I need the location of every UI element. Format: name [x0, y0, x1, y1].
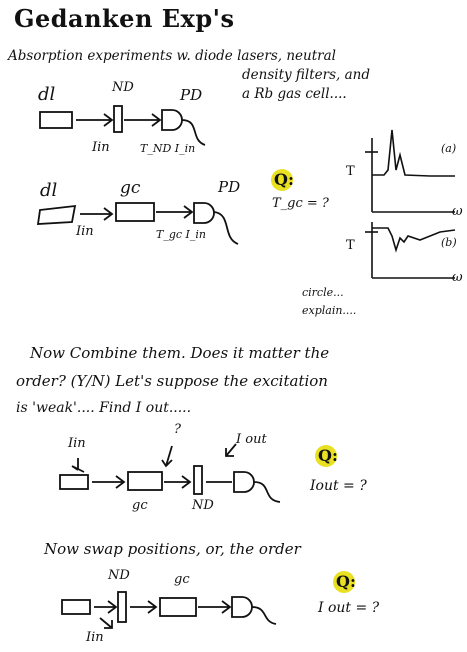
q-highlight — [271, 169, 293, 191]
section2-line-3: is 'weak'.... Find I out..... — [16, 400, 192, 416]
photodiode — [233, 471, 255, 493]
section3-line-1: Now swap positions, or, the order — [44, 540, 301, 558]
photodiode — [161, 109, 183, 131]
intro-line-2: density filters, and — [242, 67, 370, 83]
setup2-pd-label: PD — [218, 178, 241, 196]
beam-arrow — [164, 475, 192, 489]
section2-gc-label: gc — [132, 498, 148, 513]
gas-cell — [115, 202, 155, 222]
graph-a-axis-omega: ω — [452, 204, 463, 219]
setup2-iin-label: Iin — [76, 224, 94, 239]
diode-laser-box — [39, 111, 73, 129]
graph-b-axis-t: T — [346, 238, 355, 253]
intro-line-1: Absorption experiments w. diode lasers, … — [8, 48, 336, 64]
setup1-tnd-iin-label: T_ND I_in — [140, 142, 196, 155]
section2-line-2: order? (Y/N) Let's suppose the excitatio… — [16, 372, 328, 390]
gas-cell — [127, 471, 163, 491]
section2-qmark: ? — [174, 422, 181, 437]
q-highlight — [315, 445, 337, 467]
iin-arrow — [99, 617, 113, 629]
nd-filter — [113, 105, 123, 133]
pd-wire — [251, 606, 277, 625]
intro-line-3: a Rb gas cell.... — [242, 86, 347, 102]
setup2-gc-label: gc — [120, 178, 141, 198]
diode-laser-box — [59, 474, 89, 490]
graph-b — [365, 222, 456, 279]
question1-text: T_gc = ? — [272, 196, 329, 211]
setup1-nd-label: ND — [112, 80, 134, 95]
section3-gc-label: gc — [174, 572, 190, 587]
nd-filter — [117, 591, 127, 623]
pd-wire — [253, 481, 281, 503]
section2-answer: Iout = ? — [310, 478, 367, 494]
gas-cell — [159, 597, 197, 617]
section3-q: Q: — [336, 572, 356, 591]
pd-wire — [181, 119, 206, 146]
section2-diagram — [59, 443, 281, 503]
beam-arrow — [156, 205, 194, 219]
setup2-diagram — [36, 202, 239, 245]
beam-arrow — [80, 207, 114, 221]
photodiode — [231, 596, 253, 618]
iout-arrow — [225, 443, 237, 457]
setup1-diagram — [39, 105, 206, 146]
beam-arrow — [124, 113, 162, 127]
setup1-pd-label: PD — [180, 86, 203, 104]
nd-filter — [193, 465, 203, 495]
graph-explain-note: explain.... — [302, 304, 357, 317]
beam-arrow — [198, 600, 232, 614]
graph-a-axis-t: T — [346, 164, 355, 179]
diode-laser-box — [61, 599, 91, 615]
section3-answer: I out = ? — [318, 600, 380, 616]
page-title: Gedanken Exp's — [14, 4, 235, 33]
setup2-tgc-iin-label: T_gc I_in — [156, 228, 206, 241]
photodiode — [193, 202, 215, 224]
section2-line-1: Now Combine them. Does it matter the — [30, 344, 330, 362]
section2-q: Q: — [318, 446, 338, 465]
section3-nd-label: ND — [108, 568, 130, 583]
setup1-iin-label: Iin — [92, 140, 110, 155]
question1-q: Q: — [274, 170, 294, 189]
diode-laser-box — [36, 204, 77, 225]
pd-wire — [213, 211, 239, 245]
graph-b-axis-omega: ω — [452, 270, 463, 285]
section2-iout-label: I out — [236, 432, 267, 447]
graph-a — [365, 129, 455, 213]
graph-a-label: (a) — [441, 142, 457, 155]
beam-arrow — [94, 600, 118, 614]
section2-iin-label: Iin — [68, 436, 86, 451]
beam-arrow — [76, 113, 114, 127]
setup2-dl-label: dl — [40, 180, 58, 201]
beam-arrow — [92, 475, 126, 489]
q-highlight — [333, 571, 355, 593]
section2-nd-label: ND — [192, 498, 214, 513]
section3-diagram — [61, 591, 277, 629]
section3-iin-label: Iin — [86, 630, 104, 645]
graph-circle-note: circle... — [302, 286, 344, 299]
qmark-arrow — [161, 445, 173, 468]
iin-arrow — [71, 458, 85, 473]
spectrum-a — [372, 129, 455, 177]
spectrum-b — [372, 227, 456, 253]
graph-b-label: (b) — [441, 236, 457, 249]
setup1-dl-label: dl — [38, 84, 56, 105]
beam-arrow — [130, 600, 158, 614]
